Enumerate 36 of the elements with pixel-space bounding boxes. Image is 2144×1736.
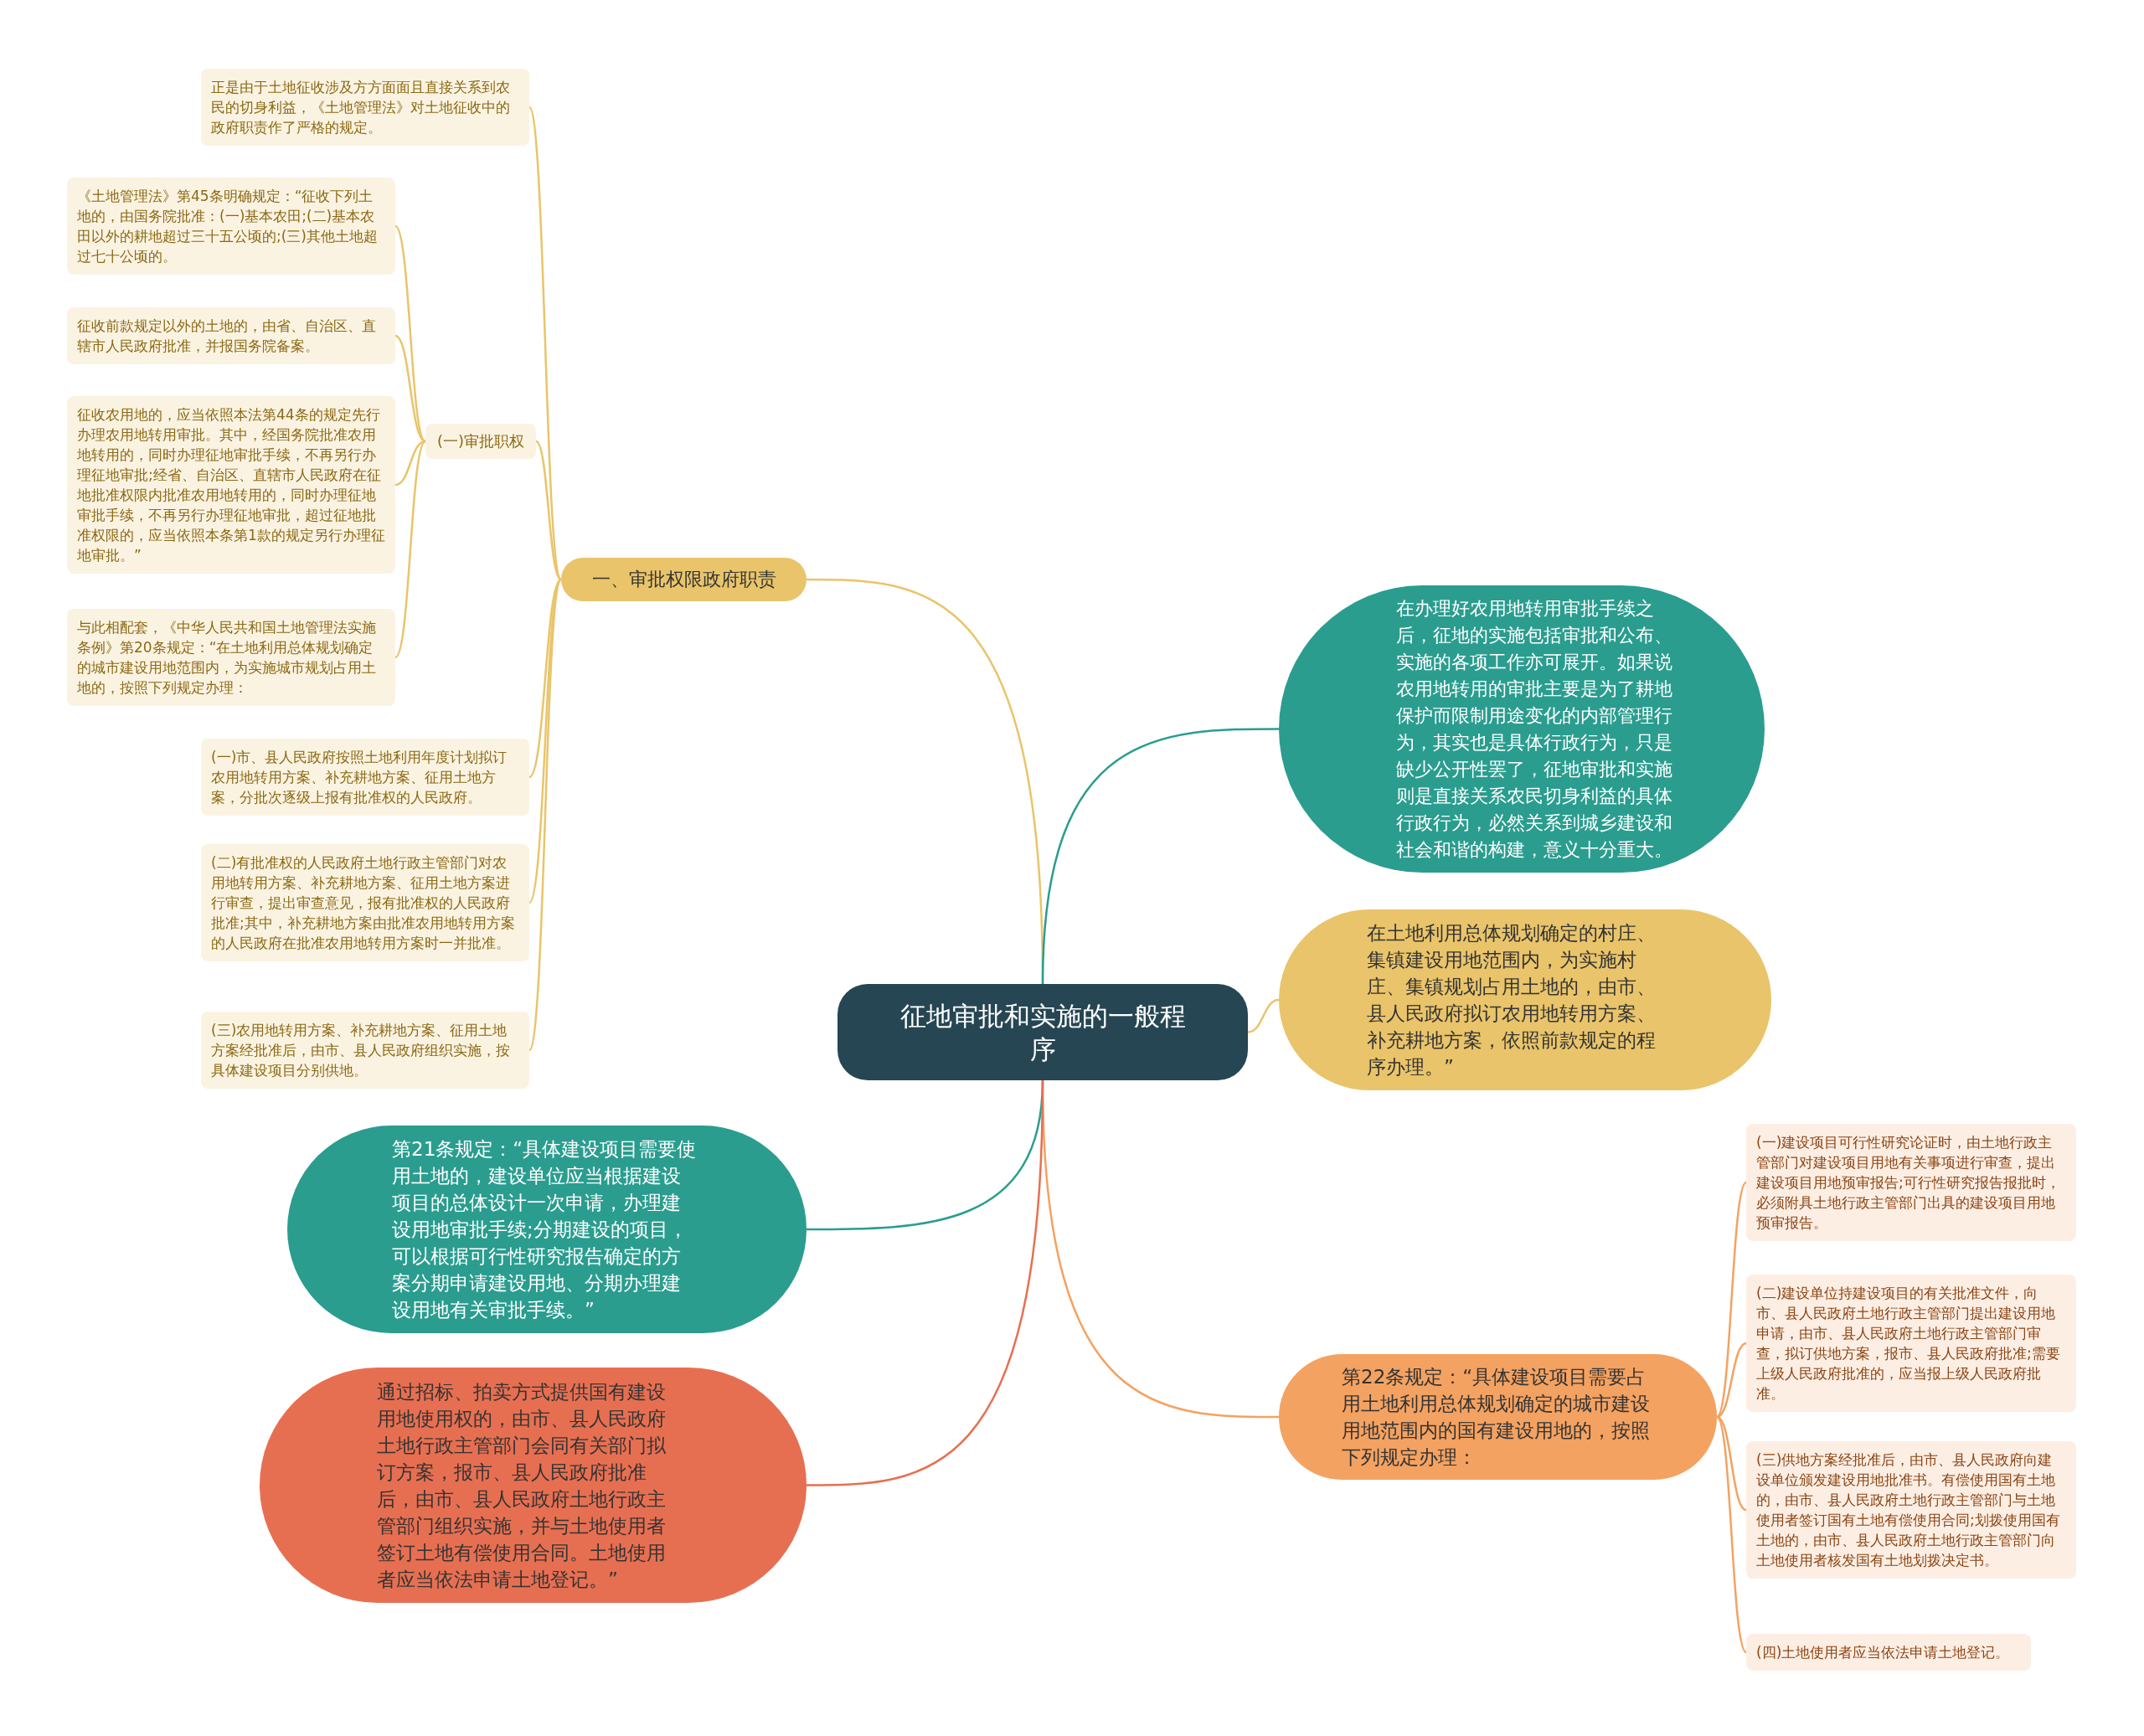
connector-line — [1716, 1415, 1747, 1512]
note-box: (三)供地方案经批准后，由市、县人民政府向建设单位颁发建设用地批准书。有偿使用国有土地的，由市、县人民政府土地行政主管部门与土地使用者签订国有土地有偿使用合同;划拨使用国有土地的，由市、县人民政府土地行政主管部门向土地使用者核发国有土地划拨决定书。 — [1746, 1441, 2076, 1579]
connector-line — [528, 579, 562, 778]
note-box: (一)市、县人民政府按照土地利用年度计划拟订农用地转用方案、补充耕地方案、征用土地方案，分批次逐级上报有批准权的人民政府。 — [201, 739, 529, 816]
connector-line — [394, 440, 426, 658]
note-box: 征收农用地的，应当依照本法第44条的规定先行办理农用地转用审批。其中，经国务院批准农用地转用的，同时办理征地审批手续，不再另行办理征地审批;经省、自治区、直辖市人民政府在征地批准权限内批准农用地转用的，同时办理征地审批手续，不再另行办理征地审批，超过征地批准权限的，应当依照本条第1款的规定另行办理征地审批。” — [67, 396, 395, 574]
connector-line — [807, 1079, 1044, 1486]
connector-line — [528, 579, 563, 904]
connector-line — [1041, 728, 1279, 985]
note-box: (二)有批准权的人民政府土地行政主管部门对农用地转用方案、补充耕地方案、征用土地方案进行审查，提出审查意见，报有批准权的人民政府批准;其中，补充耕地方案由批准农用地转用方案的人民政府在批准农用地转用方案时一并批准。 — [201, 844, 529, 961]
connector-line — [535, 440, 562, 580]
connector-line — [394, 334, 426, 443]
connector-line — [528, 106, 563, 580]
connector-line — [1716, 1416, 1747, 1653]
note-box: (四)土地使用者应当依法申请土地登记。 — [1746, 1634, 2031, 1671]
topic-pill: 在土地利用总体规划确定的村庄、集镇建设用地范围内，为实施村庄、集镇规划占用土地的，由市、县人民政府拟订农用地转用方案、补充耕地方案，依照前款规定的程序办理。” — [1279, 909, 1771, 1090]
note-box: 与此相配套，《中华人民共和国土地管理法实施条例》第20条规定：“在土地利用总体规划确定的城市建设用地范围内，为实施城市规划占用土地的，按照下列规定办理： — [67, 609, 395, 706]
connector-line — [394, 225, 426, 442]
connector-line — [1247, 998, 1280, 1033]
topic-pill: 通过招标、拍卖方式提供国有建设用地使用权的，由市、县人民政府土地行政主管部门会同有关部门拟订方案，报市、县人民政府批准后，由市、县人民政府土地行政主管部门组织实施，并与土地使用者签订土地有偿使用合同。土地使用者应当依法申请土地登记。” — [260, 1368, 807, 1603]
connector-line — [394, 440, 426, 487]
note-box: (二)建设单位持建设项目的有关批准文件，向市、县人民政府土地行政主管部门提出建设用地申请，由市、县人民政府土地行政主管部门审查，拟订供地方案，报市、县人民政府批准;需要上级人民政府批准的，应当报上级人民政府批准。 — [1746, 1275, 2076, 1412]
topic-pill: 在办理好农用地转用审批手续之后，征地的实施包括审批和公布、实施的各项工作亦可展开。如果说农用地转用的审批主要是为了耕地保护而限制用途变化的内部管理行为，其实也是具体行政行为，只是缺少公开性罢了，征地审批和实施则是直接关系农民切身利益的具体行政行为，必然关系到城乡建设和社会和谐的构建，意义十分重大。 — [1279, 585, 1765, 873]
connector-line — [1716, 1182, 1747, 1418]
note-box: (三)农用地转用方案、补充耕地方案、征用土地方案经批准后，由市、县人民政府组织实施，按具体建设项目分别供地。 — [201, 1012, 529, 1089]
branch-topic: 一、审批权限政府职责 — [561, 558, 807, 601]
connector-line — [528, 579, 563, 1051]
note-box: 《土地管理法》第45条明确规定：“征收下列土地的，由国务院批准：(一)基本农田;(二)基本农田以外的耕地超过三十五公顷的;(三)其他土地超过七十公顷的。 — [67, 178, 395, 275]
topic-pill: 第21条规定：“具体建设项目需要使用土地的，建设单位应当根据建设项目的总体设计一次申请，办理建设用地审批手续;分期建设的项目，可以根据可行性研究报告确定的方案分期申请建设用地、分期办理建设用地有关审批手续。” — [287, 1126, 807, 1333]
subtopic-box: (一)审批职权 — [425, 424, 536, 459]
connector-line — [1716, 1342, 1747, 1419]
note-box: 征收前款规定以外的土地的，由省、自治区、直辖市人民政府批准，并报国务院备案。 — [67, 307, 395, 364]
note-box: (一)建设项目可行性研究论证时，由土地行政主管部门对建设项目用地有关事项进行审查，提出建设项目用地预审报告;可行性研究报告报批时，必须附具土地行政主管部门出具的建设项目用地预审报告。 — [1746, 1124, 2076, 1241]
note-box: 正是由于土地征收涉及方方面面且直接关系到农民的切身利益，《土地管理法》对土地征收中的政府职责作了严格的规定。 — [201, 69, 529, 146]
topic-pill: 第22条规定：“具体建设项目需要占用土地利用总体规划确定的城市建设用地范围内的国有建设用地的，按照下列规定办理： — [1279, 1354, 1717, 1480]
central-topic: 征地审批和实施的一般程序 — [838, 984, 1248, 1080]
